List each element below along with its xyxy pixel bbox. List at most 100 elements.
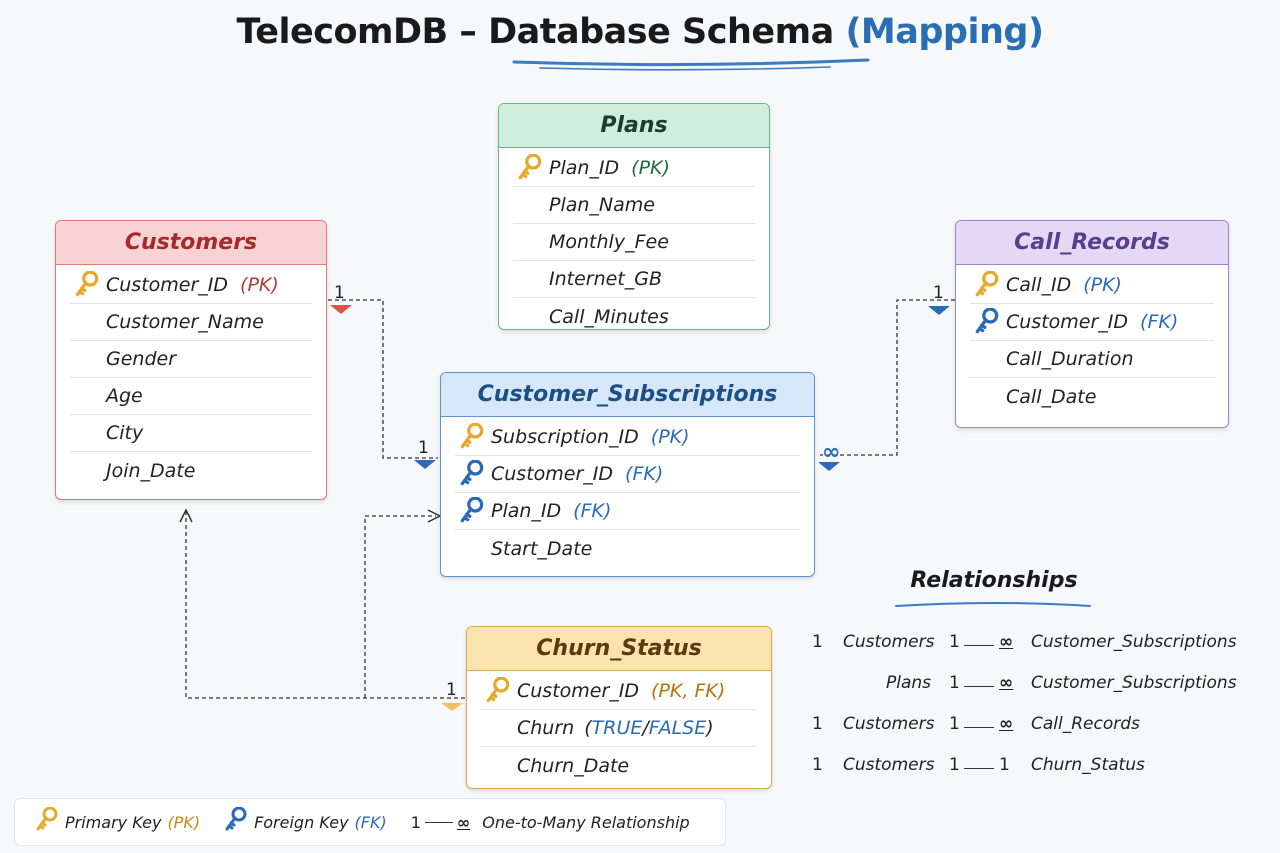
rel-to: Customer_Subscriptions bbox=[1031, 673, 1237, 693]
table-row[interactable]: Churn (TRUE/FALSE) bbox=[481, 710, 757, 747]
primary-key-icon bbox=[513, 154, 547, 182]
table-row[interactable]: Start_Date bbox=[455, 530, 800, 567]
table-header: Plans bbox=[499, 104, 769, 148]
rel-right-card: 1 bbox=[999, 755, 1010, 775]
foreign-key-icon bbox=[455, 460, 489, 488]
table-churn-status[interactable]: Churn_Status Customer_ID(PK, FK) Churn (TR… bbox=[466, 626, 772, 789]
cardinality-label: 1 bbox=[418, 438, 429, 458]
column-name: Customer_Name bbox=[106, 311, 264, 333]
rel-left-card: 1 bbox=[949, 755, 960, 775]
rel-left-card: 1 bbox=[949, 632, 960, 652]
rel-to: Call_Records bbox=[1031, 714, 1140, 734]
legend-fk: Foreign Key (FK) bbox=[224, 806, 387, 837]
tag-part: / bbox=[642, 717, 649, 739]
column-name: Churn bbox=[517, 717, 575, 739]
cardinality-label: 1 bbox=[446, 680, 457, 700]
table-row[interactable]: Customer_ID (FK) bbox=[970, 304, 1214, 341]
column-name: Call_Minutes bbox=[549, 305, 669, 328]
page-title: TelecomDB – Database Schema (Mapping) bbox=[237, 12, 1044, 52]
table-row[interactable]: Call_Duration bbox=[970, 341, 1214, 378]
legend-rel-label: One-to-Many Relationship bbox=[482, 812, 690, 832]
rel-right-card: ∞ bbox=[999, 632, 1014, 652]
title-accent: (Mapping) bbox=[845, 12, 1044, 52]
title-underline bbox=[512, 58, 870, 71]
table-row[interactable]: Subscription_ID (PK) bbox=[455, 419, 800, 456]
table-row[interactable]: Call_Minutes bbox=[513, 298, 755, 329]
relationships-title: Relationships bbox=[910, 568, 1078, 593]
table-row[interactable]: Gender bbox=[70, 341, 312, 378]
cardinality-label: ∞ bbox=[822, 440, 841, 465]
table-header: Churn_Status bbox=[467, 627, 771, 671]
table-row[interactable]: Internet_GB bbox=[513, 261, 755, 298]
table-row[interactable]: Age bbox=[70, 378, 312, 415]
column-name: Call_Date bbox=[1006, 385, 1097, 408]
key-icon bbox=[35, 806, 59, 837]
rel-from: Customers bbox=[843, 714, 935, 734]
rel-right-card: ∞ bbox=[999, 673, 1014, 693]
rel-from: Customers bbox=[843, 632, 935, 652]
rel-dash bbox=[964, 645, 994, 646]
table-row[interactable]: Customer_ID(FK) bbox=[455, 456, 800, 493]
column-tag: (PK) bbox=[650, 426, 690, 448]
table-row[interactable]: Customer_ID(PK, FK) bbox=[481, 673, 757, 710]
column-name: Join_Date bbox=[106, 459, 196, 482]
table-row[interactable]: Plan_Name bbox=[513, 187, 755, 224]
table-row[interactable]: Plan_ID(FK) bbox=[455, 493, 800, 530]
column-name: City bbox=[106, 422, 144, 444]
column-name: Churn_Date bbox=[517, 754, 630, 777]
cardinality-label: 1 bbox=[933, 283, 944, 303]
table-row[interactable]: Churn_Date bbox=[481, 747, 757, 784]
column-tag: (PK) bbox=[1083, 274, 1122, 296]
rel-to: Customer_Subscriptions bbox=[1031, 632, 1237, 652]
primary-key-icon bbox=[70, 271, 104, 299]
legend-many: ∞ bbox=[456, 812, 471, 832]
legend-fk-label: Foreign Key bbox=[254, 812, 349, 832]
table-row[interactable]: City bbox=[70, 415, 312, 452]
column-name: Gender bbox=[106, 348, 177, 370]
primary-key-icon bbox=[970, 271, 1004, 299]
rel-dash bbox=[964, 727, 994, 728]
column-name: Customer_ID bbox=[106, 274, 229, 296]
column-name: Plan_Name bbox=[549, 194, 655, 216]
title-main: TelecomDB – Database Schema bbox=[236, 12, 835, 52]
tag-part: ) bbox=[706, 717, 714, 739]
column-name: Start_Date bbox=[491, 537, 593, 560]
table-row[interactable]: Customer_Name bbox=[70, 304, 312, 341]
column-name: Subscription_ID bbox=[491, 426, 639, 448]
table-row[interactable]: Plan_ID(PK) bbox=[513, 150, 755, 187]
tag-part: ( bbox=[584, 717, 592, 739]
legend-pk-tag: (PK) bbox=[167, 812, 201, 832]
rel-left-card: 1 bbox=[949, 714, 960, 734]
column-tag: (FK) bbox=[1140, 311, 1179, 333]
rel-from: Customers bbox=[843, 755, 935, 775]
legend-pk-label: Primary Key bbox=[65, 812, 162, 832]
column-name: Age bbox=[106, 385, 143, 407]
table-header: Customers bbox=[56, 221, 326, 265]
rel-left-count: 1 bbox=[812, 755, 823, 775]
foreign-key-icon bbox=[455, 497, 489, 525]
table-call-records[interactable]: Call_Records Call_ID(PK)Customer_ID(FK)C… bbox=[955, 220, 1229, 428]
primary-key-icon bbox=[455, 423, 489, 451]
column-name: Plan_ID bbox=[549, 157, 620, 179]
cardinality-label: 1 bbox=[334, 283, 345, 303]
table-row[interactable]: Call_ID(PK) bbox=[970, 267, 1214, 304]
column-tag: (TRUE/FALSE) bbox=[584, 717, 713, 739]
table-row[interactable]: Monthly_Fee bbox=[513, 224, 755, 261]
legend-one: 1 bbox=[410, 812, 421, 832]
primary-key-icon bbox=[481, 677, 515, 705]
table-body: Subscription_ID (PK) Customer_ID(FK)Plan_I… bbox=[441, 417, 814, 571]
table-customer-subscriptions[interactable]: Customer_Subscriptions Subscription_ID (P… bbox=[440, 372, 815, 577]
table-row[interactable]: Customer_ID(PK) bbox=[70, 267, 312, 304]
column-name: Customer_ID bbox=[491, 463, 614, 485]
foreign-key-icon bbox=[970, 308, 1004, 336]
table-header: Customer_Subscriptions bbox=[441, 373, 814, 417]
table-row[interactable]: Call_Date bbox=[970, 378, 1214, 415]
table-row[interactable]: Join_Date bbox=[70, 452, 312, 489]
table-header: Call_Records bbox=[956, 221, 1228, 265]
column-name: Customer_ID bbox=[1006, 311, 1129, 333]
rel-left-count: 1 bbox=[812, 632, 823, 652]
